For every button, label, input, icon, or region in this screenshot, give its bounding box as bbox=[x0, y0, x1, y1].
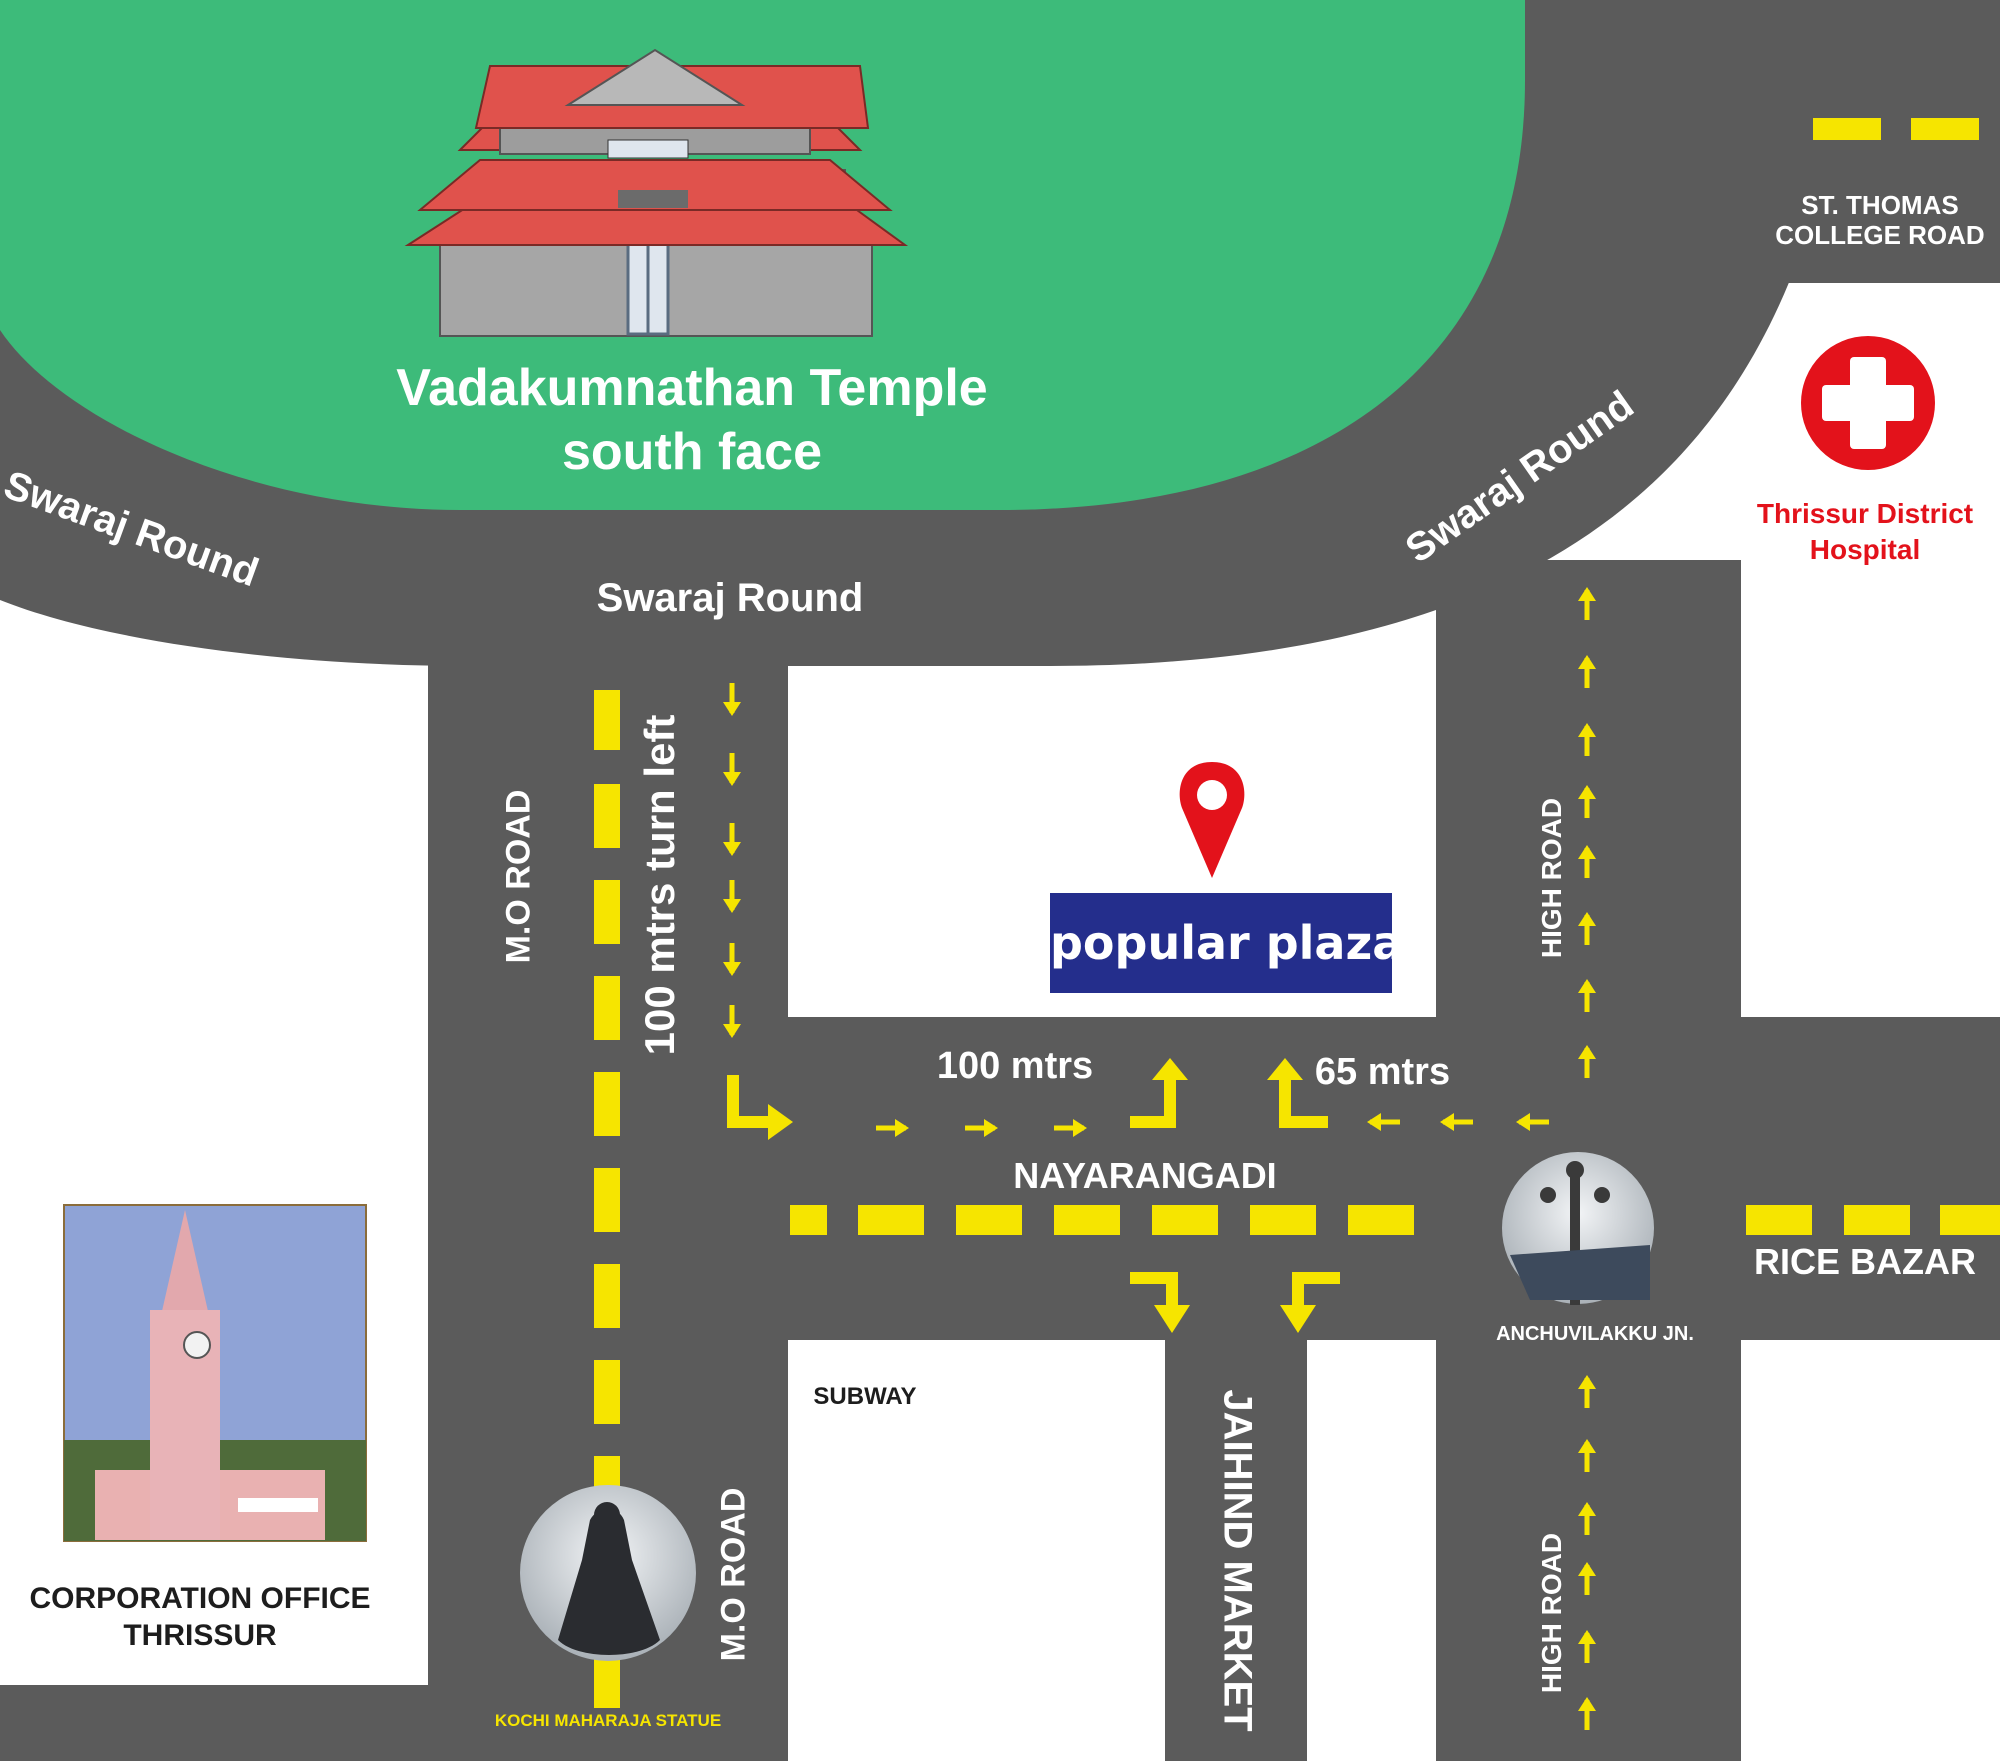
temple-title-line2: south face bbox=[561, 423, 823, 481]
road-label-rice-bazar: RICE BAZAR bbox=[1754, 1241, 1976, 1282]
distance-100-mtrs: 100 mtrs bbox=[936, 1045, 1094, 1087]
statue-label: KOCHI MAHARAJA STATUE bbox=[494, 1711, 722, 1730]
arrows-turn-up bbox=[1130, 1080, 1328, 1128]
popular-plaza-label: popular plaza bbox=[1050, 916, 1404, 970]
junction-label-anchuvilakku: ANCHUVILAKKU JN. bbox=[1496, 1323, 1694, 1345]
road-label-nayarangadi: NAYARANGADI bbox=[1013, 1155, 1277, 1196]
temple-icon bbox=[404, 48, 909, 337]
hospital-cross-icon bbox=[1801, 336, 1935, 470]
arrow-turn-left bbox=[727, 1075, 770, 1128]
road-label-swaraj-round-center: Swaraj Round bbox=[596, 576, 864, 620]
clock-tower-photo bbox=[63, 1204, 367, 1542]
distance-65-mtrs: 65 mtrs bbox=[1314, 1051, 1451, 1093]
lane-markings bbox=[594, 118, 2000, 1708]
subway-label: SUBWAY bbox=[813, 1383, 917, 1410]
statue-photo bbox=[520, 1485, 696, 1661]
jaihind-market-road bbox=[1165, 1340, 1307, 1761]
hospital-label-line1: Thrissur District bbox=[1756, 498, 1974, 529]
road-label-st-thomas-line1: ST. THOMAS bbox=[1801, 190, 1959, 220]
arrows-turn-down bbox=[1130, 1272, 1340, 1305]
popular-plaza-box bbox=[1050, 893, 1392, 993]
road-label-high-road-lower: HIGH ROAD bbox=[1536, 1532, 1567, 1694]
road-label-mo-road-upper: M.O ROAD bbox=[499, 789, 538, 964]
lamp-post-photo bbox=[1502, 1152, 1654, 1305]
direction-turn-left: 100 mtrs turn left bbox=[636, 714, 683, 1056]
road-label-high-road-upper: HIGH ROAD bbox=[1536, 797, 1567, 959]
location-pin-icon bbox=[1179, 762, 1245, 878]
corporation-label-line2: THRISSUR bbox=[123, 1619, 277, 1652]
road-label-mo-road-lower: M.O ROAD bbox=[714, 1487, 753, 1662]
road-label-st-thomas-line2: COLLEGE ROAD bbox=[1775, 220, 1985, 250]
nayarangadi-road bbox=[788, 1017, 2000, 1340]
temple-title-line1: Vadakumnathan Temple bbox=[396, 359, 988, 417]
st-thomas-college-road bbox=[1700, 0, 2000, 283]
road-label-jaihind-market: JAIHIND MARKET bbox=[1215, 1389, 1260, 1732]
hospital-label-line2: Hospital bbox=[1809, 534, 1921, 565]
bottom-left-road bbox=[0, 1685, 428, 1761]
corporation-label-line1: CORPORATION OFFICE bbox=[29, 1582, 371, 1615]
